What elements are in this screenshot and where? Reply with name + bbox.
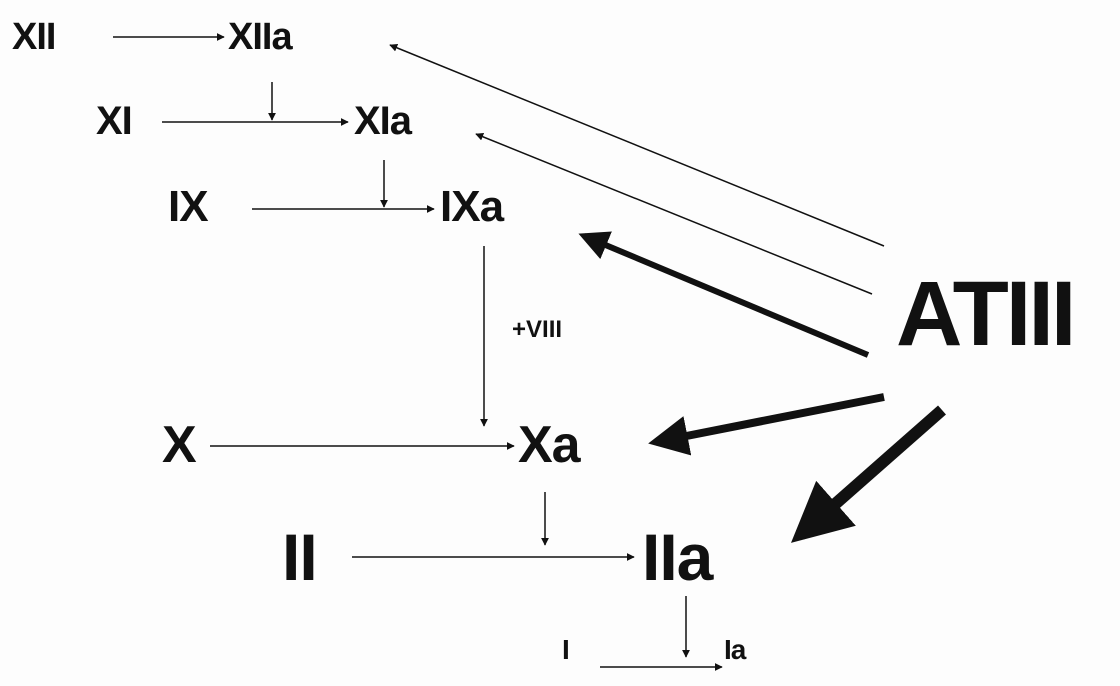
factor-iia-label: IIa (642, 520, 713, 594)
factor-i-label: I (562, 634, 570, 665)
antithrombin-iii-label: ATIII (896, 263, 1076, 365)
arrow-atiii-to-ixa (578, 231, 870, 358)
factor-ii-label: II (282, 520, 318, 594)
factor-ia-label: Ia (724, 634, 746, 665)
factor-ixa-label: IXa (440, 182, 504, 231)
arrow-atiii-to-xiia (389, 44, 885, 247)
factor-xa-label: Xa (518, 416, 581, 474)
factor-xia-label: XIa (354, 99, 412, 143)
factor-xi-label: XI (96, 99, 133, 143)
factor-x-label: X (162, 416, 197, 474)
factor-ix-label: IX (168, 182, 209, 231)
arrow-atiii-to-xa (648, 393, 885, 456)
factor-xiia-label: XIIa (228, 16, 293, 58)
arrow-atiii-to-iia (790, 405, 946, 543)
cofactor-viii-label: +VIII (512, 316, 563, 343)
arrow-atiii-to-xia (475, 132, 873, 295)
factor-xii-label: XII (12, 16, 56, 58)
